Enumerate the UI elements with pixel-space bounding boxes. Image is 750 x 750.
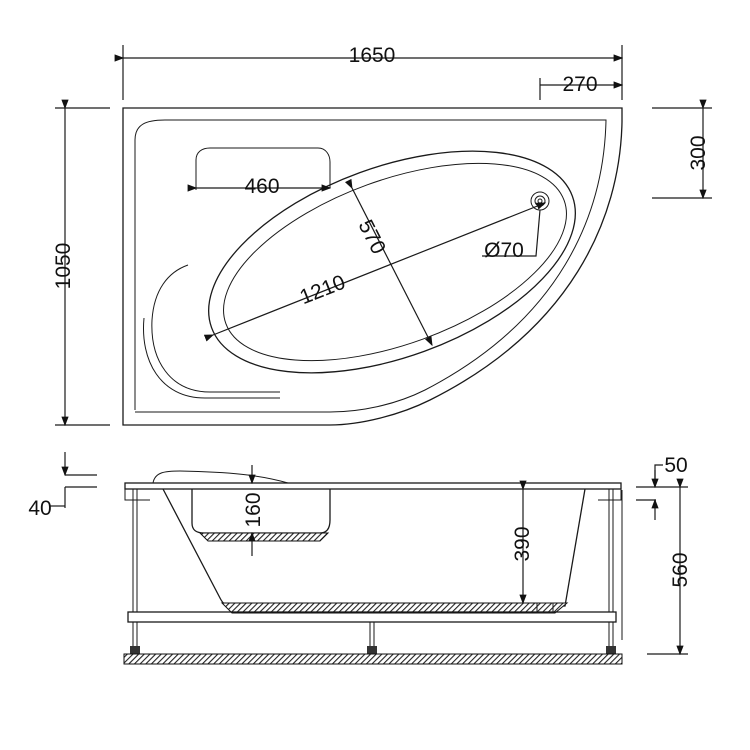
rim — [124, 482, 622, 490]
frame-rail — [127, 611, 617, 623]
dim-corner-offset-x: 270 — [562, 73, 597, 96]
headrest-inner — [143, 317, 280, 399]
dim-total-height: 560 — [669, 552, 692, 587]
dim-corner-offset-y: 300 — [687, 135, 710, 170]
dim-overall-width: 1050 — [52, 243, 75, 290]
dim-seat-depth: 160 — [242, 492, 265, 527]
floor-hatch — [123, 653, 623, 665]
frame-legs — [132, 489, 623, 650]
seat-base-hatch — [198, 532, 330, 542]
seat-ledge — [195, 147, 331, 190]
side-view: 40 160 390 50 560 — [28, 452, 692, 665]
tub-outline — [122, 107, 623, 426]
dim-rim-overhang: 50 — [664, 454, 687, 477]
dim-basin-length: 1210 — [297, 271, 349, 310]
leg-feet — [130, 646, 616, 654]
dim-overall-length: 1650 — [349, 44, 396, 67]
dim-seat-width: 460 — [244, 175, 279, 198]
top-view: 1650 270 300 1050 460 570 1210 Ø70 — [52, 44, 712, 427]
basin-outer — [208, 150, 576, 374]
drain-outlet — [536, 602, 554, 614]
dim-drain-diameter: Ø70 — [484, 239, 524, 262]
headrest-profile — [152, 470, 289, 484]
dim-basin-depth: 390 — [511, 526, 534, 561]
headrest — [151, 264, 280, 393]
basin-base-hatch — [220, 602, 569, 614]
dim-rim-thickness: 40 — [28, 497, 51, 520]
tub-inner-rim — [134, 119, 607, 413]
